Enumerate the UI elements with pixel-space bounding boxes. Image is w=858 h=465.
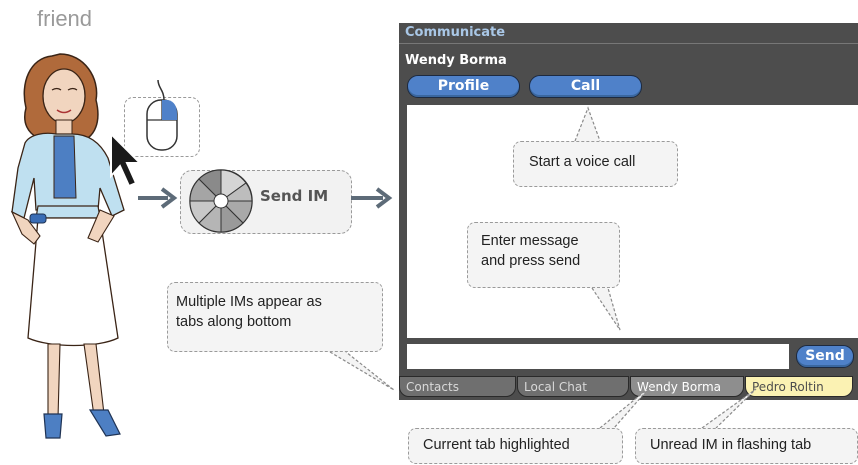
send-im-label: Send IM [260, 187, 329, 205]
callout-current-tab-text: Current tab highlighted [423, 437, 570, 453]
friend-figure-illustration [10, 53, 125, 439]
right-arrow-icon [351, 187, 393, 209]
window-title: Communicate [405, 25, 506, 40]
callout-voice-call: Start a voice call [513, 141, 678, 187]
right-arrow-icon [138, 187, 178, 209]
callout-enter-message: Enter message and press send [467, 222, 620, 288]
callout-unread-tab-text: Unread IM in flashing tab [650, 437, 812, 453]
callout-enter-message-line1: Enter message [481, 233, 579, 249]
communicate-window: Communicate Wendy Borma Profile Call Sen… [399, 23, 858, 400]
contact-name: Wendy Borma [405, 53, 507, 68]
tab-pedro-roltin[interactable]: Pedro Roltin [745, 376, 853, 397]
callout-unread-tab: Unread IM in flashing tab [635, 428, 858, 464]
pie-menu-icon [189, 169, 253, 233]
friend-label: friend [37, 6, 93, 31]
callout-current-tab: Current tab highlighted [408, 428, 623, 464]
callout-multiple-ims: Multiple IMs appear as tabs along bottom [167, 282, 383, 352]
callout-voice-call-text: Start a voice call [529, 154, 636, 170]
call-button[interactable]: Call [529, 75, 642, 98]
tab-wendy-borma[interactable]: Wendy Borma [630, 376, 744, 397]
tab-contacts[interactable]: Contacts [399, 376, 516, 397]
callout-multiple-ims-line1: Multiple IMs appear as [176, 294, 322, 310]
title-divider [399, 43, 858, 44]
callout-multiple-ims-line2: tabs along bottom [176, 314, 292, 330]
tab-local-chat[interactable]: Local Chat [517, 376, 629, 397]
message-input[interactable] [407, 344, 789, 369]
mouse-icon [146, 80, 178, 151]
cursor-arrow-icon [110, 131, 143, 188]
send-button[interactable]: Send [796, 345, 854, 368]
profile-button[interactable]: Profile [407, 75, 520, 98]
callout-enter-message-line2: and press send [481, 253, 581, 269]
